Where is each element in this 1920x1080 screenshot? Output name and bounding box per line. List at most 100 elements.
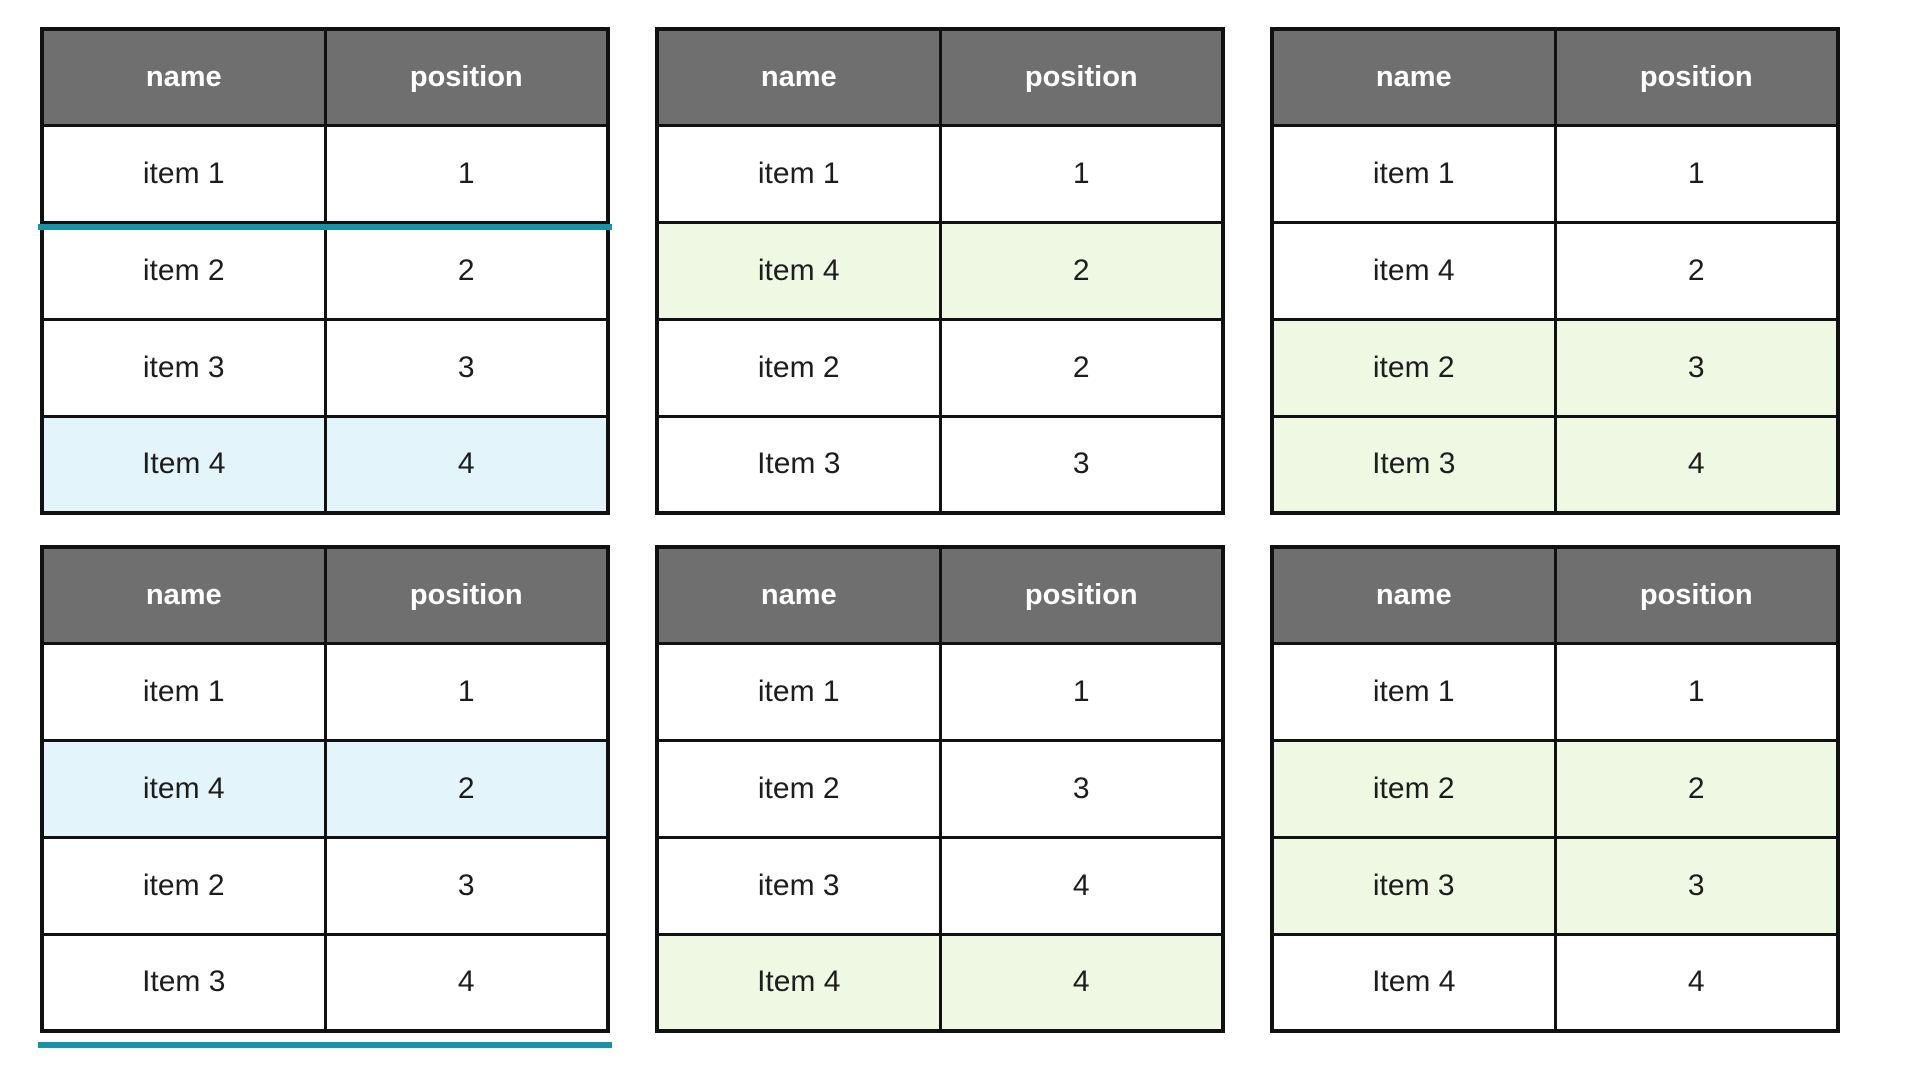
table-row[interactable]: item 2 3 bbox=[40, 835, 610, 936]
table-row[interactable]: item 3 4 bbox=[655, 835, 1225, 936]
cell-position: 3 bbox=[1553, 317, 1840, 418]
cell-position: 1 bbox=[323, 641, 610, 742]
cell-position: 2 bbox=[323, 220, 610, 321]
cell-name: item 2 bbox=[40, 220, 327, 321]
cell-position: 2 bbox=[938, 317, 1225, 418]
table-row[interactable]: item 1 1 bbox=[655, 641, 1225, 742]
data-table: name position item 1 1 item 4 2 item 2 3 bbox=[40, 545, 610, 1033]
table-row[interactable]: item 1 1 bbox=[1270, 641, 1840, 742]
cell-name: Item 4 bbox=[1270, 932, 1557, 1033]
cell-position: 4 bbox=[938, 932, 1225, 1033]
cell-position: 1 bbox=[323, 123, 610, 224]
sortable-table-top-middle: name position item 1 1 item 4 2 item 2 2 bbox=[655, 27, 1225, 515]
data-table: name position item 1 1 item 2 2 item 3 3 bbox=[1270, 545, 1840, 1033]
table-row[interactable]: item 2 3 bbox=[1270, 317, 1840, 418]
cell-name: item 2 bbox=[40, 835, 327, 936]
header-row: name position bbox=[655, 27, 1225, 127]
column-header-name: name bbox=[40, 27, 327, 127]
header-row: name position bbox=[1270, 27, 1840, 127]
table-row[interactable]: item 1 1 bbox=[40, 641, 610, 742]
cell-name: item 3 bbox=[1270, 835, 1557, 936]
sortable-table-bottom-right: name position item 1 1 item 2 2 item 3 3 bbox=[1270, 545, 1840, 1033]
cell-name: Item 3 bbox=[40, 932, 327, 1033]
column-header-name: name bbox=[655, 545, 942, 645]
drop-indicator-line bbox=[38, 1042, 612, 1048]
cell-position: 1 bbox=[1553, 123, 1840, 224]
table-row[interactable]: item 4 2 bbox=[1270, 220, 1840, 321]
cell-name: item 1 bbox=[1270, 123, 1557, 224]
cell-name: item 2 bbox=[655, 317, 942, 418]
tables-grid: name position item 1 1 item 2 2 item 3 3 bbox=[38, 27, 1840, 1048]
cell-position: 1 bbox=[1553, 641, 1840, 742]
cell-name: Item 3 bbox=[655, 414, 942, 515]
table-row[interactable]: item 3 3 bbox=[1270, 835, 1840, 936]
cell-name: item 1 bbox=[655, 123, 942, 224]
cell-position: 3 bbox=[938, 738, 1225, 839]
header-row: name position bbox=[40, 27, 610, 127]
cell-name: item 1 bbox=[40, 641, 327, 742]
cell-name: Item 4 bbox=[655, 932, 942, 1033]
cell-name: item 3 bbox=[655, 835, 942, 936]
column-header-position: position bbox=[1553, 27, 1840, 127]
cell-position: 4 bbox=[323, 414, 610, 515]
table-row[interactable]: item 2 2 bbox=[40, 220, 610, 321]
cell-name: item 2 bbox=[655, 738, 942, 839]
cell-position: 3 bbox=[938, 414, 1225, 515]
cell-position: 3 bbox=[323, 835, 610, 936]
data-table: name position item 1 1 item 2 3 item 3 4 bbox=[655, 545, 1225, 1033]
table-row[interactable]: item 1 1 bbox=[40, 123, 610, 224]
cell-position: 3 bbox=[323, 317, 610, 418]
cell-position: 2 bbox=[1553, 220, 1840, 321]
table-row[interactable]: Item 3 4 bbox=[40, 932, 610, 1033]
data-table: name position item 1 1 item 4 2 item 2 3 bbox=[1270, 27, 1840, 515]
table-row[interactable]: item 4 2 bbox=[40, 738, 610, 839]
column-header-position: position bbox=[323, 545, 610, 645]
column-header-position: position bbox=[938, 545, 1225, 645]
header-row: name position bbox=[655, 545, 1225, 645]
cell-name: item 2 bbox=[1270, 317, 1557, 418]
cell-position: 1 bbox=[938, 641, 1225, 742]
cell-name: item 1 bbox=[40, 123, 327, 224]
table-row[interactable]: Item 4 4 bbox=[1270, 932, 1840, 1033]
table-row[interactable]: item 2 3 bbox=[655, 738, 1225, 839]
cell-name: item 3 bbox=[40, 317, 327, 418]
sortable-table-top-left: name position item 1 1 item 2 2 item 3 3 bbox=[38, 27, 612, 515]
cell-position: 2 bbox=[938, 220, 1225, 321]
cell-name: item 4 bbox=[40, 738, 327, 839]
table-row[interactable]: item 4 2 bbox=[655, 220, 1225, 321]
column-header-name: name bbox=[655, 27, 942, 127]
table-row[interactable]: Item 4 4 bbox=[655, 932, 1225, 1033]
cell-name: item 4 bbox=[655, 220, 942, 321]
cell-name: item 4 bbox=[1270, 220, 1557, 321]
cell-position: 3 bbox=[1553, 835, 1840, 936]
table-row[interactable]: item 2 2 bbox=[655, 317, 1225, 418]
column-header-name: name bbox=[40, 545, 327, 645]
column-header-name: name bbox=[1270, 545, 1557, 645]
cell-position: 2 bbox=[323, 738, 610, 839]
cell-name: Item 4 bbox=[40, 414, 327, 515]
table-row[interactable]: Item 3 3 bbox=[655, 414, 1225, 515]
sortable-table-bottom-middle: name position item 1 1 item 2 3 item 3 4 bbox=[655, 545, 1225, 1033]
cell-position: 4 bbox=[938, 835, 1225, 936]
table-row[interactable]: item 3 3 bbox=[40, 317, 610, 418]
table-row[interactable]: Item 4 4 bbox=[40, 414, 610, 515]
table-row[interactable]: Item 3 4 bbox=[1270, 414, 1840, 515]
table-row[interactable]: item 1 1 bbox=[1270, 123, 1840, 224]
table-row[interactable]: item 1 1 bbox=[655, 123, 1225, 224]
cell-name: item 1 bbox=[1270, 641, 1557, 742]
column-header-position: position bbox=[938, 27, 1225, 127]
cell-position: 1 bbox=[938, 123, 1225, 224]
data-table: name position item 1 1 item 4 2 item 2 2 bbox=[655, 27, 1225, 515]
column-header-position: position bbox=[1553, 545, 1840, 645]
data-table: name position item 1 1 item 2 2 item 3 3 bbox=[40, 27, 610, 515]
cell-name: item 2 bbox=[1270, 738, 1557, 839]
cell-position: 4 bbox=[1553, 414, 1840, 515]
cell-name: Item 3 bbox=[1270, 414, 1557, 515]
drop-indicator-line bbox=[38, 224, 612, 230]
table-row[interactable]: item 2 2 bbox=[1270, 738, 1840, 839]
sortable-table-bottom-left: name position item 1 1 item 4 2 item 2 3 bbox=[38, 545, 612, 1048]
column-header-position: position bbox=[323, 27, 610, 127]
cell-name: item 1 bbox=[655, 641, 942, 742]
cell-position: 2 bbox=[1553, 738, 1840, 839]
cell-position: 4 bbox=[1553, 932, 1840, 1033]
